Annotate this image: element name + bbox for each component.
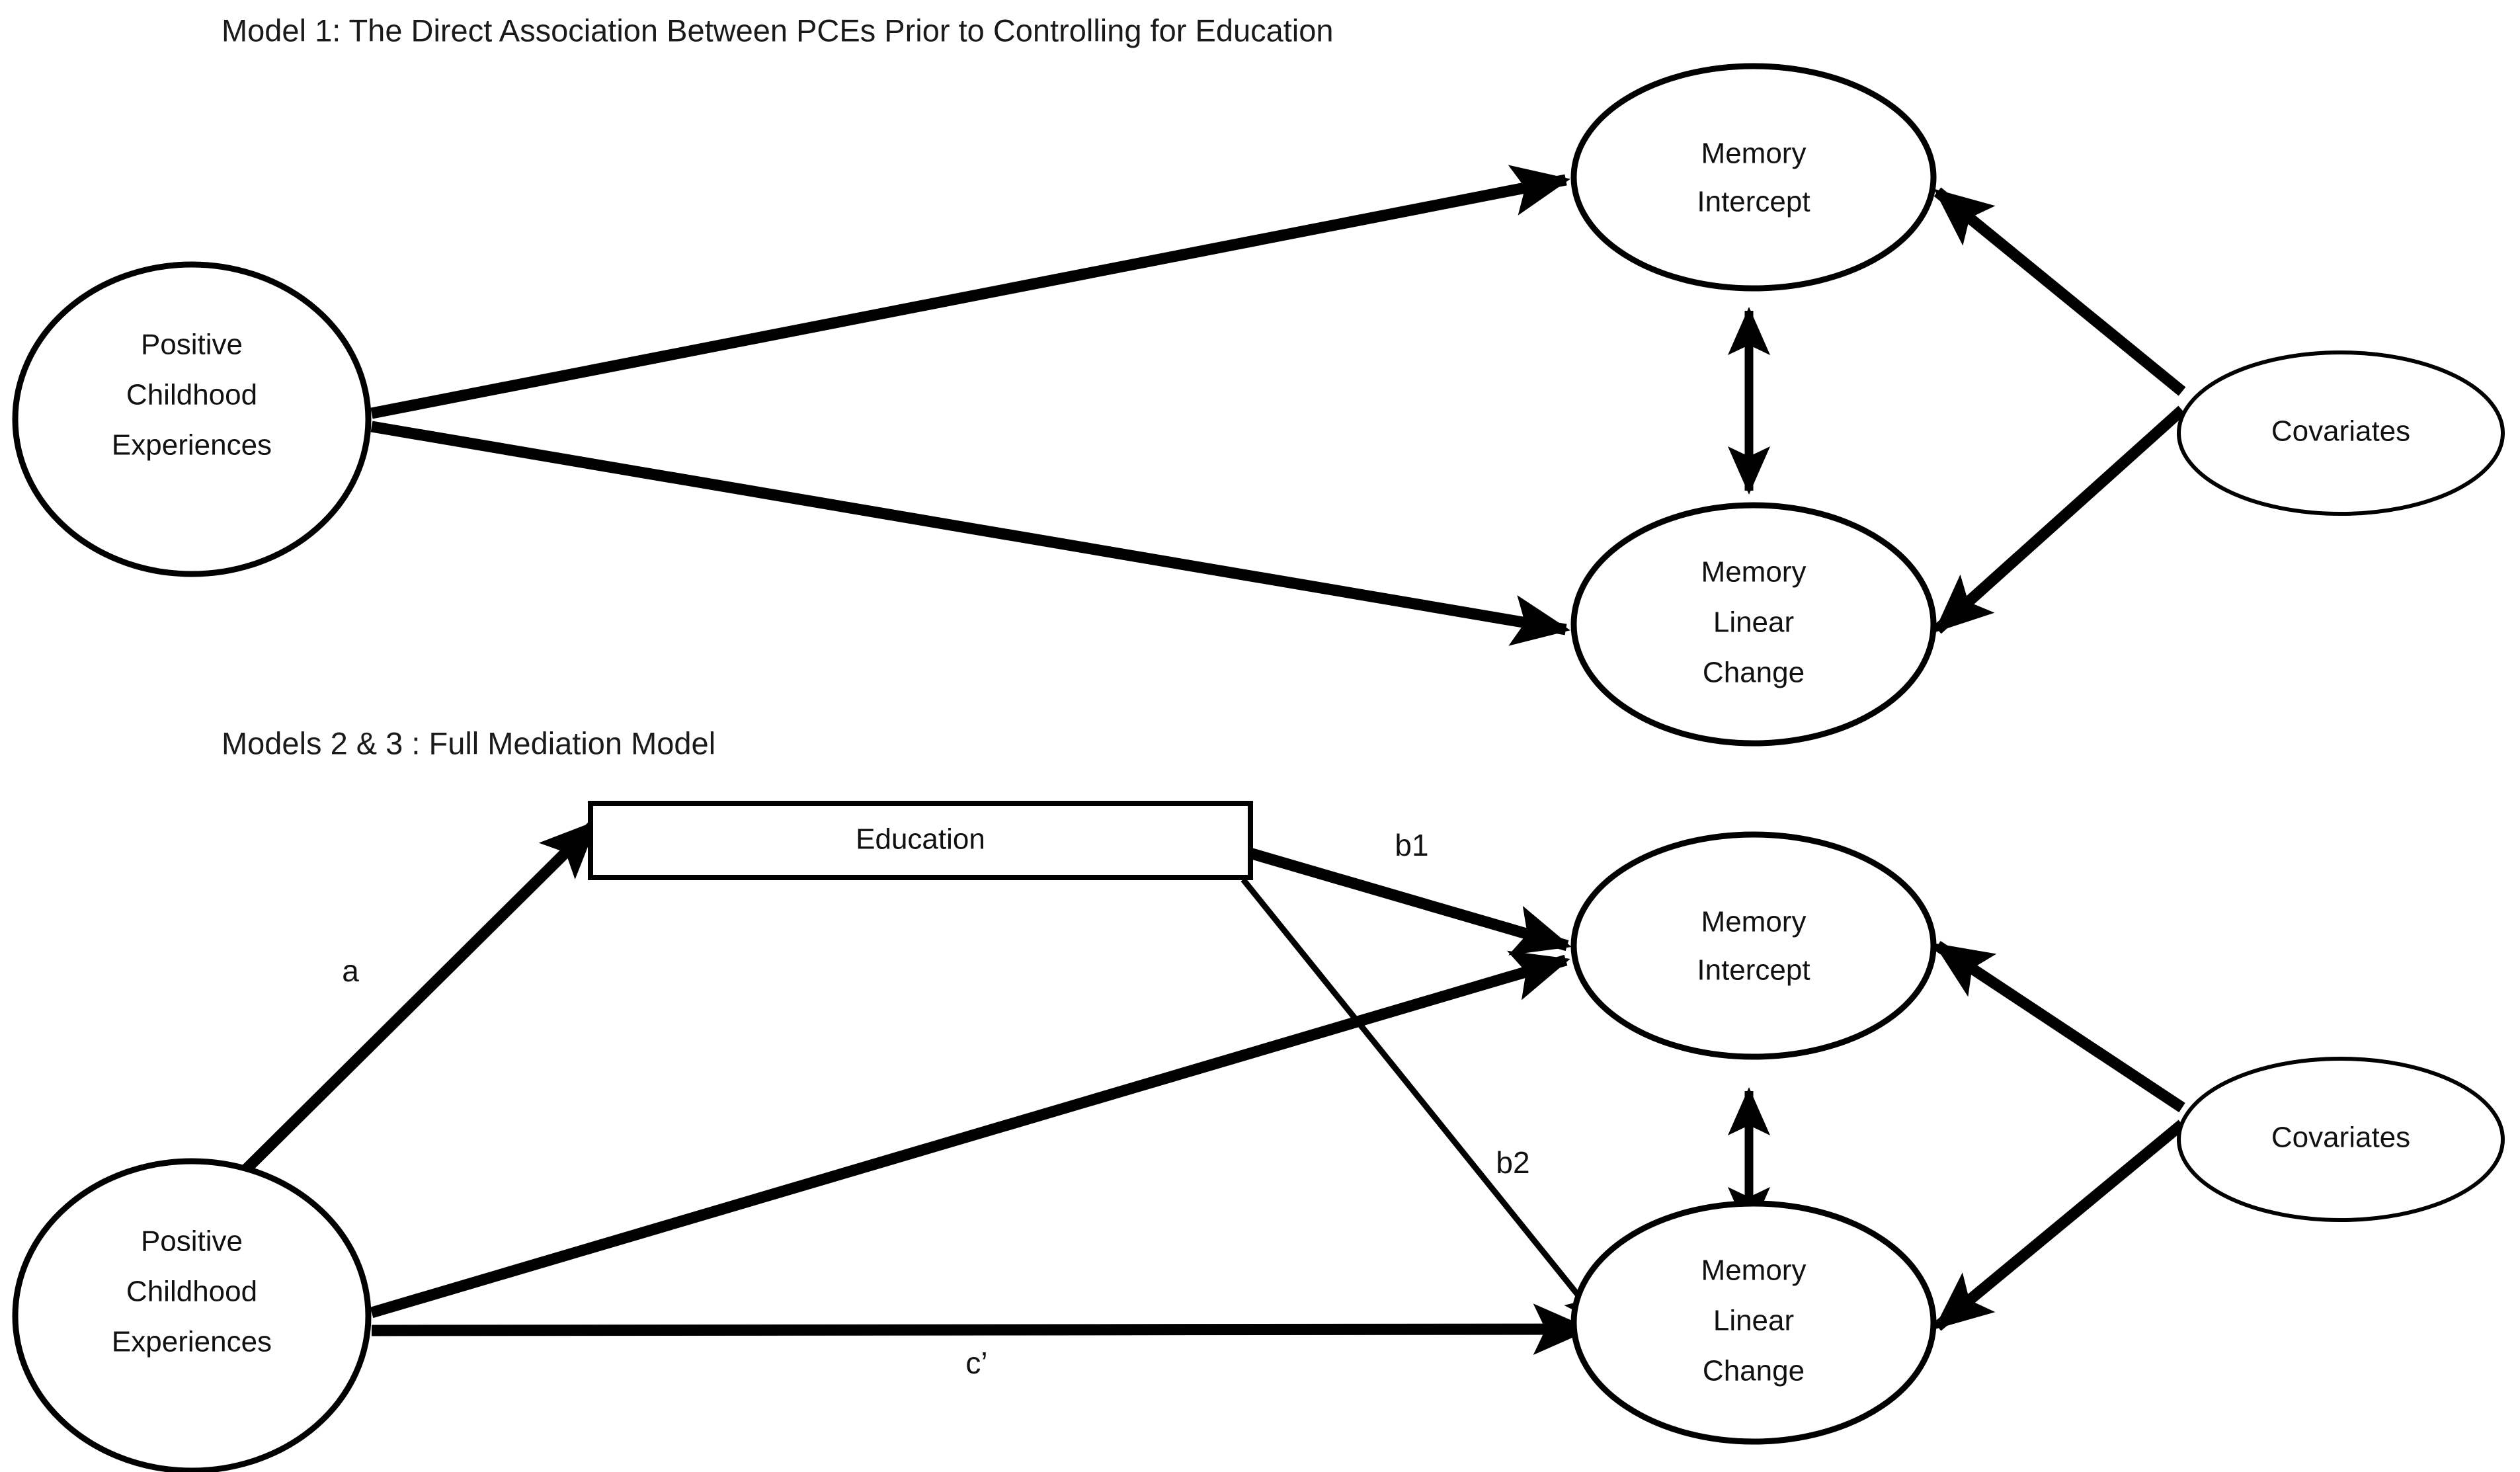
memory-linear-change-ellipse-shape: [1570, 1200, 1937, 1445]
covariates-label: Covariates: [2271, 415, 2410, 448]
edge-m23-covariates-to-memory-intercept: [1933, 940, 2185, 1113]
model-2-3-title: Models 2 & 3 : Full Mediation Model: [222, 725, 715, 760]
covariates-label: Covariates: [2271, 1122, 2410, 1154]
edge-m23-education-to-memory-linear-change: [1240, 878, 1603, 1325]
pce-circle-shape: [12, 1158, 372, 1472]
edge-m23-education-to-memory-intercept: [1248, 847, 1572, 956]
memory-linear-change-label-line-3: Change: [1703, 1355, 1805, 1387]
node-m1-covariates[interactable]: Covariates: [2177, 350, 2505, 516]
model-1-group: Model 1: The Direct Association Between …: [12, 13, 2505, 747]
edge-m23-covariates-to-memory-linear-change: [1933, 1120, 2186, 1331]
memory-linear-change-label-line-1: Memory: [1701, 1254, 1807, 1287]
node-m23-covariates[interactable]: Covariates: [2177, 1057, 2505, 1222]
memory-intercept-ellipse-shape: [1570, 831, 1937, 1060]
memory-linear-change-label-line-2: Linear: [1713, 1305, 1794, 1337]
edge-m23-pce-to-memory-intercept: [370, 950, 1570, 1319]
edge-m23-pce-to-education: [214, 819, 599, 1202]
model-1-title: Model 1: The Direct Association Between …: [222, 13, 1334, 48]
memory-intercept-label-line-1: Memory: [1701, 906, 1807, 938]
pce-label-line-3: Experiences: [112, 1326, 272, 1358]
node-m23-education[interactable]: Education: [588, 801, 1253, 880]
edge-m23-pce-to-memory-linear-change: [371, 1303, 1592, 1355]
education-label: Education: [856, 823, 985, 856]
path-label-b2: b2: [1496, 1145, 1529, 1180]
path-label-a: a: [342, 954, 359, 988]
education-rect-shape: [588, 801, 1253, 880]
memory-intercept-label-line-2: Intercept: [1697, 186, 1810, 218]
pce-label-line-1: Positive: [141, 1225, 243, 1258]
node-m1-memory-intercept[interactable]: Memory Intercept: [1570, 63, 1937, 292]
memory-intercept-ellipse-shape: [1570, 63, 1937, 292]
node-m23-memory-intercept[interactable]: Memory Intercept: [1570, 831, 1937, 1060]
node-m23-positive-childhood-experiences[interactable]: Positive Childhood Experiences: [12, 1158, 372, 1472]
covariates-ellipse-shape: [2177, 1057, 2505, 1222]
node-m23-memory-linear-change[interactable]: Memory Linear Change: [1570, 1200, 1937, 1445]
memory-linear-change-label-line-1: Memory: [1701, 556, 1807, 589]
edge-m1-pce-to-memory-intercept: [370, 165, 1570, 419]
model-2-3-group: Models 2 & 3 : Full Mediation Model Educ…: [12, 725, 2505, 1472]
node-m1-positive-childhood-experiences[interactable]: Positive Childhood Experiences: [12, 261, 372, 577]
edge-m1-covariates-to-memory-linear-change: [1933, 405, 2186, 634]
edge-m1-covariates-to-memory-intercept: [1933, 187, 2186, 396]
pce-label-line-1: Positive: [141, 329, 243, 361]
path-label-b1: b1: [1395, 828, 1428, 862]
node-m1-memory-linear-change[interactable]: Memory Linear Change: [1570, 502, 1937, 747]
edge-m1-pce-to-memory-linear-change: [370, 421, 1570, 646]
pce-label-line-2: Childhood: [126, 379, 257, 411]
path-label-c-prime: c’: [965, 1346, 987, 1380]
memory-intercept-label-line-2: Intercept: [1697, 954, 1810, 987]
covariates-ellipse-shape: [2177, 350, 2505, 516]
pce-label-line-2: Childhood: [126, 1276, 257, 1308]
memory-intercept-label-line-1: Memory: [1701, 138, 1807, 170]
memory-linear-change-label-line-3: Change: [1703, 657, 1805, 689]
memory-linear-change-ellipse-shape: [1570, 502, 1937, 747]
memory-linear-change-label-line-2: Linear: [1713, 606, 1794, 639]
pce-circle-shape: [12, 261, 372, 577]
pce-label-line-3: Experiences: [112, 429, 272, 462]
